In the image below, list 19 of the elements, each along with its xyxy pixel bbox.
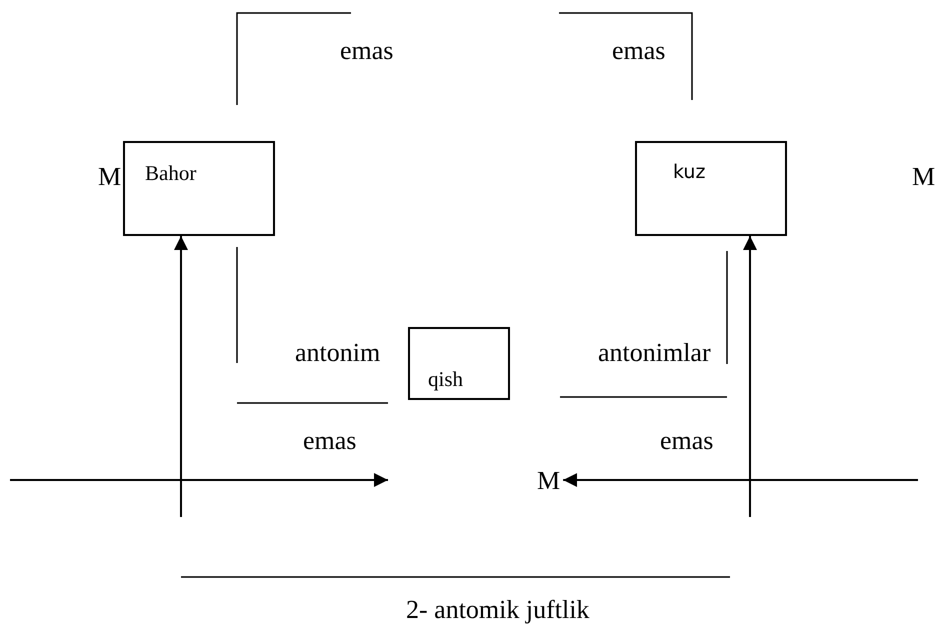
caption: 2- antomik juftlik (406, 597, 590, 623)
diagram-label: emas (612, 38, 666, 64)
diagram-label: emas (660, 428, 714, 454)
diagram-label: antonim (295, 340, 380, 366)
arrow (743, 236, 757, 517)
marker-letter: M (537, 468, 560, 494)
arrow (174, 236, 188, 517)
diagram-label: emas (303, 428, 356, 454)
diagram-label: antonimlar (598, 340, 711, 366)
term-box (635, 141, 787, 236)
diagram-label: emas (340, 38, 394, 64)
term-text: qish (428, 369, 464, 390)
term-text: Bahor (145, 163, 196, 184)
diagram-label: M (912, 164, 936, 190)
arrow (563, 473, 918, 487)
term-text: kuz (673, 163, 706, 182)
diagram-label: M (98, 164, 122, 190)
term-box (408, 327, 510, 400)
term-box (123, 141, 275, 236)
